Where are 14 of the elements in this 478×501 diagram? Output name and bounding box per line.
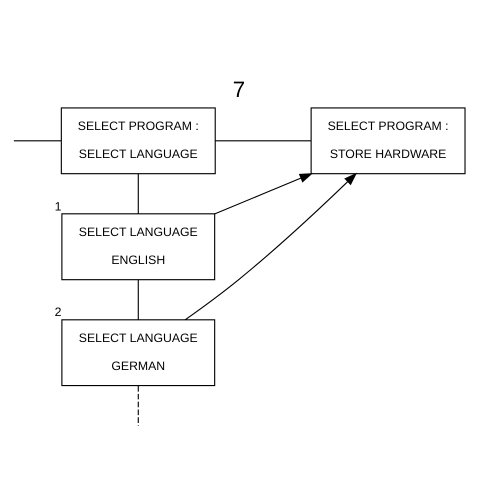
node-box: SELECT PROGRAM : SELECT LANGUAGE [60,107,216,174]
connector [138,174,139,214]
node-box: SELECT LANGUAGE ENGLISH [61,213,216,280]
connector [138,386,139,426]
connector [215,140,311,142]
arrow [184,172,358,320]
diagram-title: 7 [232,76,246,102]
node-label: 1 [54,199,62,214]
node-box: SELECT LANGUAGE GERMAN [61,319,216,386]
node-label: 2 [54,305,62,320]
node-box: SELECT PROGRAM : STORE HARDWARE [310,107,466,174]
connector [14,140,61,142]
arrow [214,173,313,214]
connector [138,280,139,320]
